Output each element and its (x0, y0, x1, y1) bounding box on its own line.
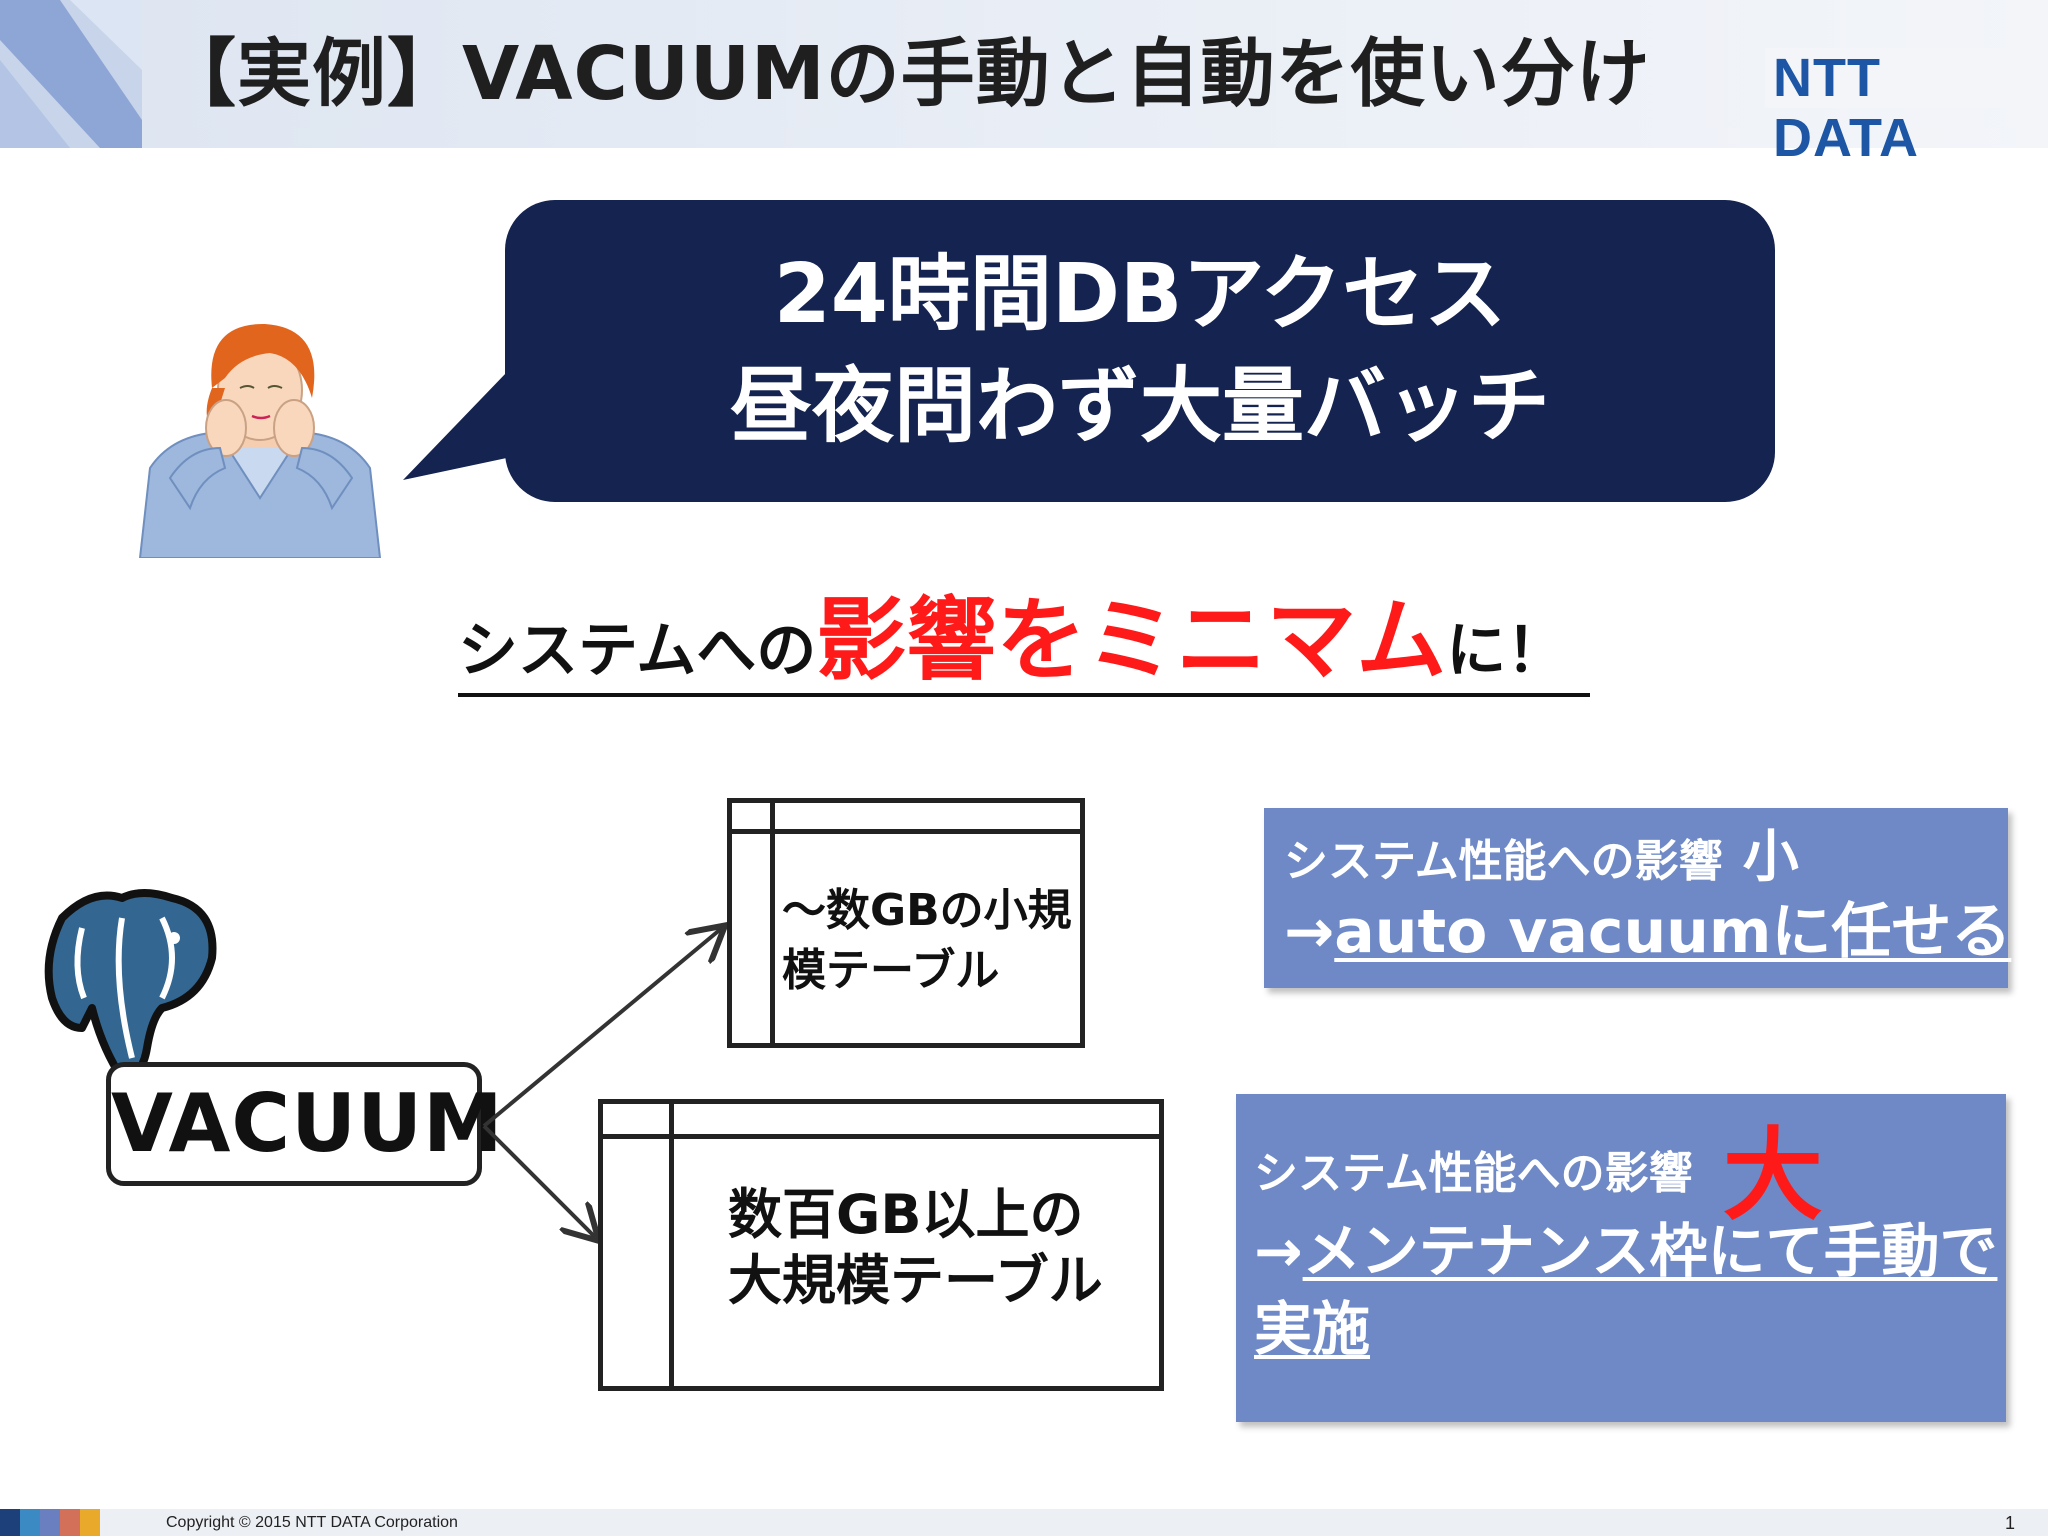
speech-bubble: 24時間DBアクセス 昼夜問わず大量バッチ (505, 200, 1775, 502)
action-line: →メンテナンス枠にて手動で実施 (1254, 1212, 2006, 1368)
impact-line: システム性能への影響大 (1254, 1126, 2006, 1226)
header-decoration (0, 0, 142, 148)
large-table-label-line-1: 数百GB以上の (728, 1183, 1084, 1246)
swatch (60, 1509, 80, 1536)
page-number: 1 (2005, 1513, 2016, 1533)
slogan-before: システムへの (458, 616, 817, 686)
info-box-large-impact: システム性能への影響大 →メンテナンス枠にて手動で実施 (1236, 1094, 2006, 1422)
footer-bar (0, 1509, 2048, 1536)
slogan-after: に！ (1446, 616, 1567, 686)
speech-bubble-tail (403, 372, 535, 480)
impact-grade: 小 (1742, 825, 1799, 890)
footer-color-swatches (0, 1509, 100, 1536)
slide-title: 【実例】VACUUMの手動と自動を使い分け (162, 31, 1651, 117)
postgresql-elephant-logo (44, 889, 217, 1082)
arrow-glyph: → (1254, 1217, 1303, 1285)
large-table-label-line-2: 大規模テーブル (728, 1249, 1103, 1312)
table-index-rule (669, 1104, 674, 1386)
slogan-emphasis: 影響をミニマム (816, 588, 1447, 693)
speech-line-1: 24時間DBアクセス (773, 247, 1507, 342)
small-table-icon: ～数GBの小規模テーブル (727, 798, 1085, 1048)
impact-label: システム性能への影響 (1284, 836, 1723, 887)
slogan: システムへの影響をミニマムに！ (458, 588, 1590, 697)
ntt-data-logo: NTT DATA (1765, 48, 2023, 168)
impact-grade: 大 (1722, 1117, 1823, 1234)
worried-person-illustration (138, 323, 382, 558)
action-text: メンテナンス枠にて手動で実施 (1254, 1217, 1998, 1363)
info-box-small-impact: システム性能への影響小 →auto vacuumに任せる (1264, 808, 2012, 988)
swatch (80, 1509, 100, 1536)
swatch (0, 1509, 20, 1536)
arrow-glyph: → (1284, 897, 1335, 967)
slide-header: 【実例】VACUUMの手動と自動を使い分け NTT DATA (0, 0, 2048, 168)
table-header-rule (732, 829, 1080, 834)
swatch (20, 1509, 40, 1536)
table-index-rule (770, 803, 775, 1043)
table-header-rule (603, 1134, 1159, 1139)
small-table-label: ～数GBの小規模テーブル (782, 885, 1072, 996)
action-text: auto vacuumに任せる (1334, 897, 2012, 967)
action-line: →auto vacuumに任せる (1284, 892, 2012, 972)
impact-label: システム性能への影響 (1254, 1148, 1693, 1199)
arrow-to-small-table (482, 928, 722, 1128)
large-table-icon: 数百GB以上の 大規模テーブル (598, 1099, 1164, 1391)
vacuum-label-box: VACUUM (106, 1062, 503, 1186)
speech-line-2: 昼夜問わず大量バッチ (729, 359, 1550, 454)
copyright-text: Copyright © 2015 NTT DATA Corporation (166, 1514, 458, 1531)
swatch (40, 1509, 60, 1536)
impact-line: システム性能への影響小 (1284, 828, 2008, 892)
large-table-label: 数百GB以上の 大規模テーブル (728, 1182, 1148, 1314)
